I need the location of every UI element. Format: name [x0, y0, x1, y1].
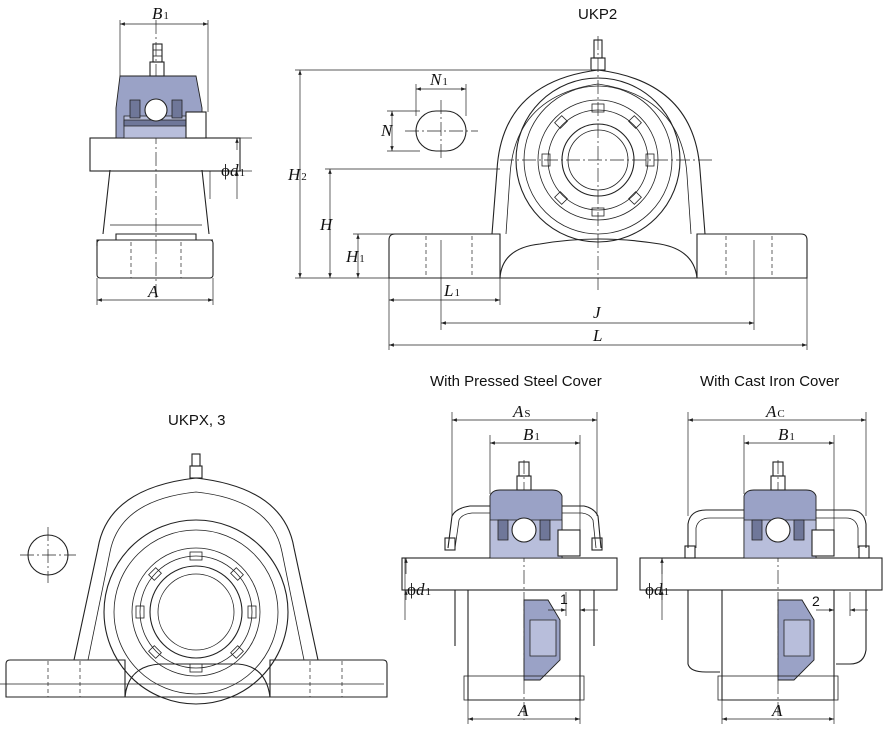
dim-B1-label-pressed: B1 — [523, 425, 540, 444]
title-cast-iron-cover: With Cast Iron Cover — [700, 373, 839, 390]
ukpx-cage-slots — [135, 551, 257, 673]
dim-L1-label: L1 — [443, 281, 460, 300]
section-cast-iron-cover — [639, 412, 883, 724]
dim-As-label: AS — [512, 402, 531, 421]
side-view-ukp2 — [89, 20, 252, 305]
dim-A-label-pressed: A — [517, 701, 529, 720]
dim-d1-label-side: ϕd1 — [221, 161, 245, 180]
dim-B1-label-cast: B1 — [778, 425, 795, 444]
dim-H2-label: H2 — [287, 165, 307, 184]
dim-1-label: 1 — [560, 591, 568, 607]
title-ukp2: UKP2 — [578, 6, 617, 23]
dim-A-label-cast: A — [771, 701, 783, 720]
front-view-ukp2 — [295, 36, 808, 350]
dim-B1-label-side: B1 — [152, 4, 169, 23]
dim-N-label: N — [380, 121, 394, 140]
title-pressed-steel-cover: With Pressed Steel Cover — [430, 373, 602, 390]
dim-Ac-label: AC — [765, 402, 785, 421]
dim-L-label: L — [592, 326, 602, 345]
section-pressed-steel-cover — [401, 412, 618, 724]
dim-d1-label-pressed: ϕd1 — [407, 580, 431, 599]
front-view-ukpx — [0, 453, 388, 705]
dim-A-label-side: A — [147, 282, 159, 301]
title-ukpx: UKPX, 3 — [168, 412, 226, 429]
dim-2-label: 2 — [812, 593, 820, 609]
dim-J-label: J — [593, 303, 602, 322]
dim-H-label: H — [319, 215, 334, 234]
dim-H1-label: H1 — [345, 247, 365, 266]
dim-d1-label-cast: ϕd1 — [645, 580, 669, 599]
dim-N1-label: N1 — [429, 70, 448, 89]
